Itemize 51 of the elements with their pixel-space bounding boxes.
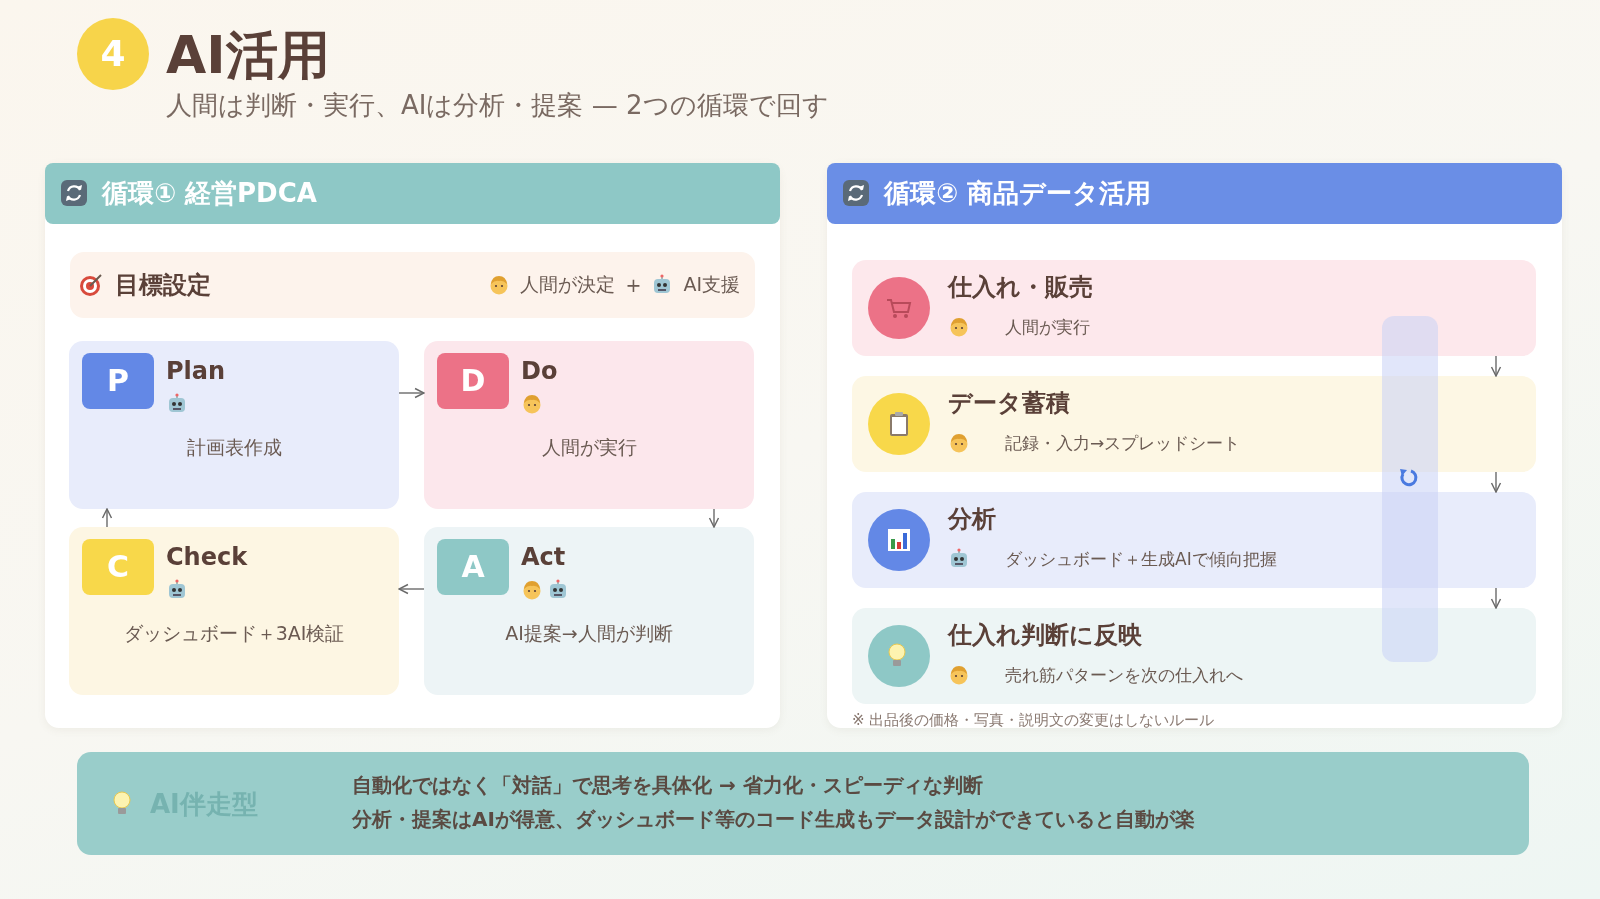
page-title: AI活用: [166, 24, 330, 87]
letter-badge: P: [82, 353, 154, 409]
step-card: [852, 608, 1536, 704]
phase-card: [69, 341, 399, 509]
goal-heading: 目標設定: [115, 270, 211, 301]
step-card: [852, 260, 1536, 356]
phase-note: 人間が実行: [540, 435, 638, 460]
panel-card: [827, 163, 1562, 728]
summary-text: 分析・提案はAIが得意、ダッシュボード等のコード生成もデータ設計ができていると自動が楽: [352, 806, 1195, 833]
arrow: [1490, 355, 1502, 377]
number-badge: 4: [77, 18, 149, 90]
goal-note: 人間が決定: [520, 272, 616, 297]
step-title: 分析: [948, 504, 996, 535]
phase-title: Plan: [166, 356, 226, 387]
arrow: [1490, 471, 1502, 493]
panel-heading: 循環① 経営PDCA: [102, 177, 317, 210]
letter-badge: C: [82, 539, 154, 595]
arrow: [398, 583, 425, 595]
arrow: [708, 508, 720, 528]
step-title: データ蓄積: [948, 388, 1070, 419]
phase-title: Check: [166, 542, 248, 573]
phase-card: [424, 341, 754, 509]
phase-title: Do: [521, 356, 558, 387]
phase-note: 計画表作成: [185, 435, 283, 460]
phase-note: ダッシュボード＋3AI検証: [122, 621, 346, 646]
plus-sign: +: [625, 274, 642, 296]
goal-note: AI支援: [683, 272, 740, 297]
step-note: 人間が実行: [1005, 316, 1090, 339]
letter-badge: A: [437, 539, 509, 595]
footnote: ※ 出品後の価格・写真・説明文の変更はしないルール: [852, 710, 1215, 730]
step-note: 記録・入力→スプレッドシート: [1005, 432, 1241, 455]
step-title: 仕入れ・販売: [948, 272, 1093, 303]
arrow: [101, 508, 113, 528]
arrow: [1490, 587, 1502, 609]
panel-heading: 循環② 商品データ活用: [884, 177, 1152, 210]
phase-note: AI提案→人間が判断: [504, 621, 674, 646]
goal-bar: [70, 252, 755, 318]
summary-text: 自動化ではなく「対話」で思考を具体化 → 省力化・スピーディな判断: [352, 772, 983, 799]
step-card: [852, 492, 1536, 588]
phase-title: Act: [521, 542, 566, 573]
panel-card: [45, 163, 780, 728]
phase-card: [424, 527, 754, 695]
step-card: [852, 376, 1536, 472]
letter-badge: D: [437, 353, 509, 409]
step-title: 仕入れ判断に反映: [948, 620, 1142, 651]
step-note: 売れ筋パターンを次の仕入れへ: [1005, 664, 1243, 687]
summary-band: [77, 752, 1529, 855]
phase-card: [69, 527, 399, 695]
step-note: ダッシュボード＋生成AIで傾向把握: [1005, 548, 1277, 571]
arrow: [398, 387, 425, 399]
subtitle: 人間は判断・実行、AIは分析・提案 — 2つの循環で回す: [166, 89, 829, 122]
